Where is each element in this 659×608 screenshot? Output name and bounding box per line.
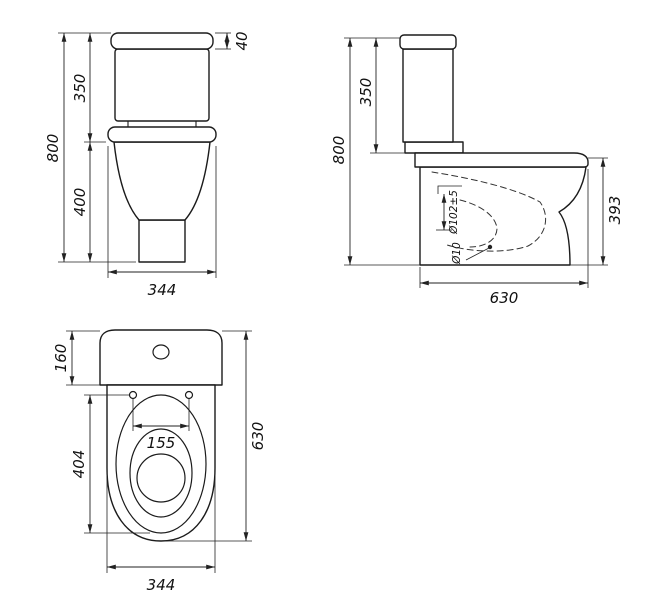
side-tank [402,48,454,143]
flush-button [152,344,170,360]
dimension-front-total-height: 800 [44,32,136,263]
front-view-outline [107,32,217,263]
dim-front-lid-height-label: 40 [233,31,251,50]
side-seat-lid [414,152,589,168]
front-view: 40 350 400 800 344 [44,31,251,299]
dimension-top-total-depth: 630 [161,330,267,542]
side-view-outline [399,34,589,266]
dimension-top-hinge-spacing: 155 [132,399,190,452]
side-trap-hidden-line [431,171,547,252]
seat-outer-ring [115,394,207,534]
dim-side-tank-height-label: 350 [357,78,375,107]
dimension-top-tank-depth: 160 [52,330,100,386]
seat-inner-ring [129,428,193,518]
dim-side-total-height-label: 800 [330,136,348,165]
dim-top-tank-depth-label: 160 [52,344,70,373]
side-view: Ø102±5 Ø10 350 800 393 6 [330,34,624,307]
dim-top-total-depth-label: 630 [249,422,267,451]
dimension-side-outlet: Ø102±5 [436,185,462,235]
side-outlet-hidden-line [459,199,498,248]
dimension-side-tank-height: 350 [344,37,415,154]
top-view: 155 160 404 630 344 [52,329,267,594]
dim-side-depth-label: 630 [490,289,519,307]
front-tank-lid [110,32,214,50]
side-tank-lid [399,34,457,50]
front-seat-band [107,126,217,143]
top-tank [99,329,223,386]
side-hinge-block [404,141,464,154]
dim-side-rim-height-label: 393 [606,196,624,225]
dimension-front-width: 344 [107,146,217,299]
dim-top-seat-length-label: 404 [70,450,88,479]
dim-front-width-label: 344 [148,281,177,299]
dimension-front-lid-height: 40 [215,31,251,51]
dim-front-total-height-label: 800 [44,134,62,163]
hinge-bolt-left [128,390,138,400]
bowl-water-circle [136,453,186,503]
front-bowl [113,141,211,221]
dimension-side-total-height: 800 [330,37,420,266]
dimension-side-rim-height: 393 [570,157,624,266]
fixing-hole-label: Ø10 [451,242,463,265]
side-bowl-profile [419,166,587,266]
dim-front-tank-height-label: 350 [71,74,89,103]
outlet-diameter-label: Ø102±5 [448,190,460,235]
annotation-side-fixing-hole: Ø10 [451,242,493,265]
front-pedestal [138,219,186,263]
dimension-front-bowl-height: 400 [71,141,93,263]
dim-top-hinge-spacing-label: 155 [147,434,176,452]
dimension-side-depth: 630 [419,169,589,307]
dimension-front-tank-height: 350 [58,32,111,143]
dim-front-bowl-height-label: 400 [71,188,89,217]
front-tank [114,48,210,122]
dimension-top-seat-length: 404 [70,394,150,534]
dim-top-width-label: 344 [147,576,176,594]
dimension-top-width: 344 [106,472,216,594]
hinge-bolt-right [184,390,194,400]
